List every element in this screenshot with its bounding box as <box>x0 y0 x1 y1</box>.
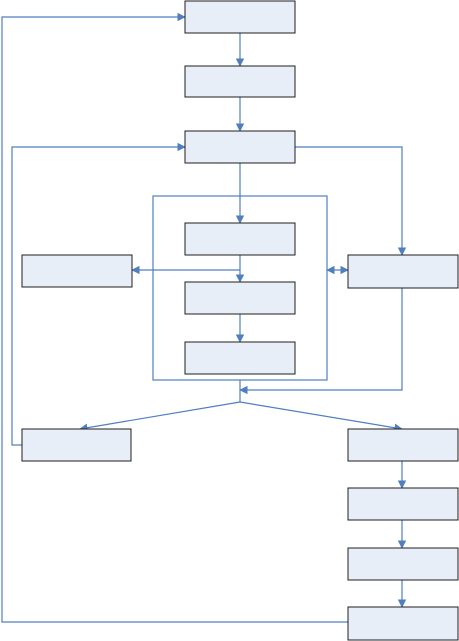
edges <box>1 12 407 623</box>
node-n6 <box>184 341 296 375</box>
node-n5 <box>184 281 296 315</box>
node-left-mid <box>21 254 133 288</box>
node-r2 <box>347 487 459 521</box>
edge-n3-right-mid <box>295 146 407 256</box>
node-r1 <box>347 428 459 462</box>
node-n4 <box>184 222 296 256</box>
edge-right-mid-merge <box>239 288 403 395</box>
node-n2 <box>184 65 296 98</box>
node-n1 <box>184 0 296 34</box>
node-left-bottom <box>21 428 132 462</box>
node-n3 <box>184 130 296 164</box>
node-r4 <box>347 606 459 641</box>
edge-merge-left-bottom <box>79 401 241 432</box>
nodes <box>21 0 459 641</box>
node-right-mid <box>347 254 459 289</box>
edge-left-bottom-n3 <box>11 142 186 446</box>
edge-r4-n1 <box>1 12 348 623</box>
edge-merge-r1 <box>239 401 403 432</box>
node-r3 <box>347 547 459 581</box>
